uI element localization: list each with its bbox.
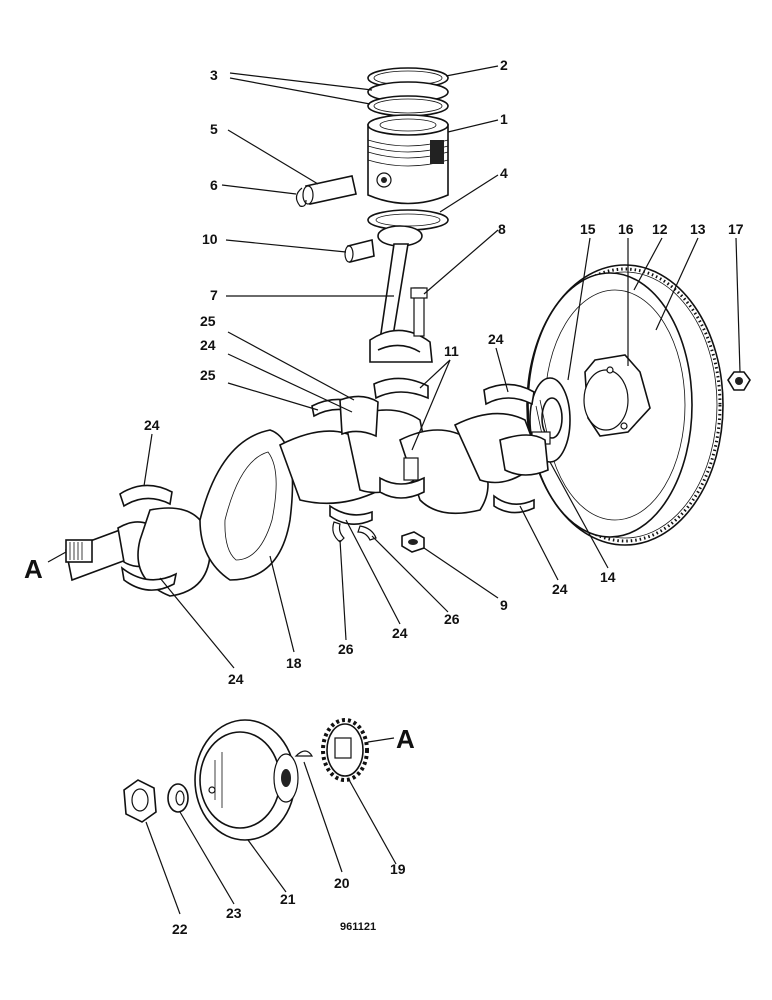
leader-lines	[47, 65, 741, 915]
woodruff-key	[294, 750, 314, 757]
washer-23	[167, 783, 189, 813]
callout-22: 22	[172, 921, 188, 937]
callout-19: 19	[390, 861, 406, 877]
callout-6: 6	[210, 177, 218, 193]
callout-23: 23	[226, 905, 242, 921]
callout-14: 14	[600, 569, 616, 585]
callout-7: 7	[210, 287, 218, 303]
callout-18: 18	[286, 655, 302, 671]
callout-25-upper: 25	[200, 313, 216, 329]
crankshaft	[65, 409, 549, 597]
callout-labels: 2 3 1 5 4 6 8 10 15 16 12 13 17 7 25 24 …	[24, 57, 744, 937]
callout-12: 12	[652, 221, 668, 237]
piston	[367, 114, 449, 205]
bearing-shell-con-rod-upper	[373, 377, 429, 400]
gudgeon-pin	[302, 175, 357, 205]
callout-24-rear-lower: 24	[552, 581, 568, 597]
nut-22	[123, 779, 157, 823]
callout-2: 2	[500, 57, 508, 73]
callout-11: 11	[444, 343, 459, 359]
callout-24-front-lower: 24	[228, 671, 244, 687]
pulley-21	[194, 719, 299, 841]
section-marker-a-crank: A	[24, 554, 43, 584]
callout-1: 1	[500, 111, 508, 127]
callout-24-rear: 24	[488, 331, 504, 347]
connecting-rod	[369, 225, 433, 363]
bearing-shell-front-lower	[120, 566, 178, 591]
callout-13: 13	[690, 221, 706, 237]
bolt-17	[727, 371, 751, 391]
callout-24-center: 24	[392, 625, 408, 641]
callout-25-lower: 25	[200, 367, 216, 383]
callout-20: 20	[334, 875, 350, 891]
flywheel-plate	[583, 354, 651, 437]
callout-21: 21	[280, 891, 296, 907]
nut-9	[401, 531, 425, 553]
callout-24-upper: 24	[200, 337, 216, 353]
thrust-washers	[332, 521, 377, 543]
bearing-shell-center-lower	[329, 504, 373, 525]
callout-3: 3	[210, 67, 218, 83]
callout-26-left: 26	[338, 641, 354, 657]
callout-24-front: 24	[144, 417, 160, 433]
callout-4: 4	[500, 165, 508, 181]
bearing-shell-front-upper	[119, 484, 173, 508]
callout-16: 16	[618, 221, 634, 237]
piston-rings-middle	[367, 81, 449, 117]
con-rod-cap	[379, 457, 425, 499]
callout-17: 17	[728, 221, 744, 237]
callout-15: 15	[580, 221, 596, 237]
drawing-code: 961121	[340, 921, 376, 933]
bearing-shell-rear-lower	[493, 494, 535, 514]
circlip	[295, 187, 307, 207]
callout-5: 5	[210, 121, 218, 137]
small-end-bush	[344, 239, 375, 263]
section-marker-a-gear: A	[396, 724, 415, 754]
callout-26-right: 26	[444, 611, 460, 627]
callout-9: 9	[500, 597, 508, 613]
callout-10: 10	[202, 231, 218, 247]
bearing-shell-rear-upper	[483, 383, 535, 406]
bearing-shell-thrust-upper	[311, 395, 379, 438]
gear-19	[321, 718, 369, 782]
callout-8: 8	[498, 221, 506, 237]
